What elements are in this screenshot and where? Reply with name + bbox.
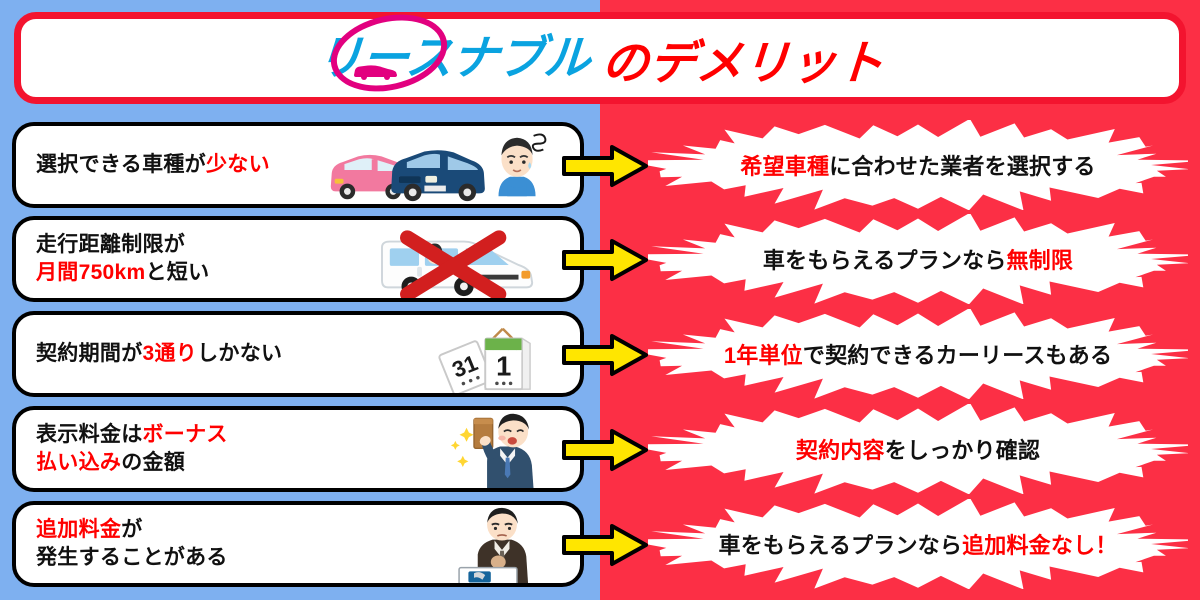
row-contract-period: 契約期間が3通りしかない 31 1 1年単位で契約できるカーリースもある — [0, 309, 1200, 399]
solution-text-segment: 車をもらえるプランなら — [718, 533, 963, 558]
card-text-segment: 月間750km — [36, 261, 146, 284]
demerit-card-text: 表示料金はボーナス払い込みの金額 — [16, 421, 228, 476]
demerit-card-text: 契約期間が3通りしかない — [16, 340, 282, 368]
two-cars-and-worried-man-illustration — [322, 126, 572, 204]
white-van-with-red-cross-illustration — [322, 220, 572, 298]
card-text-line: 契約期間が3通りしかない — [36, 340, 282, 368]
solution-text: 1年単位で契約できるカーリースもある — [648, 309, 1188, 399]
demerit-card[interactable]: 契約期間が3通りしかない 31 1 — [12, 311, 584, 397]
card-text-segment: の金額 — [121, 451, 186, 474]
card-text-segment: ボーナス — [142, 423, 228, 447]
demerit-card-text: 選択できる車種が少ない — [16, 151, 270, 179]
solution-text-segment: 契約内容 — [795, 438, 885, 463]
card-text-segment: 少ない — [205, 153, 270, 177]
solution-burst[interactable]: 契約内容をしっかり確認 — [648, 404, 1188, 494]
brand-logo-text: リースナブル — [314, 31, 592, 84]
man-paying-at-counter-illustration — [322, 505, 572, 583]
card-text-segment: 発生することがある — [36, 546, 228, 569]
card-text-line: 払い込みの金額 — [36, 449, 228, 477]
card-text-line: 表示料金はボーナス — [36, 421, 228, 449]
solution-text-segment: 追加料金なし！ — [962, 533, 1118, 558]
svg-text:1: 1 — [496, 351, 511, 382]
card-text-segment: と短い — [145, 261, 210, 284]
demerit-card[interactable]: 選択できる車種が少ない — [12, 122, 584, 208]
card-text-segment: 契約期間が — [36, 342, 143, 366]
card-text-segment: 3通り — [142, 342, 198, 366]
solution-text-segment: に合わせた業者を選択する — [829, 154, 1096, 179]
solution-text: 希望車種に合わせた業者を選択する — [648, 120, 1188, 210]
card-text-line: 選択できる車種が少ない — [36, 151, 270, 179]
demerit-card-text: 追加料金が発生することがある — [16, 516, 228, 571]
title-inner: リースナブル のデメリット — [314, 3, 886, 103]
calendar-illustration: 31 1 — [322, 315, 572, 393]
solution-burst[interactable]: 希望車種に合わせた業者を選択する — [648, 120, 1188, 210]
row-extra-fees: 追加料金が発生することがある 車をもらえるプランなら追加料金なし！ — [0, 499, 1200, 589]
businessman-with-bonus-envelope-illustration — [322, 410, 572, 488]
arrow-right-icon — [562, 333, 648, 377]
arrow-right-icon — [562, 523, 648, 567]
card-text-segment: 追加料金 — [36, 518, 122, 542]
card-text-segment: 選択できる車種が — [36, 153, 206, 177]
solution-text-segment: 希望車種 — [740, 154, 830, 179]
solution-text: 車をもらえるプランなら無制限 — [648, 214, 1188, 304]
solution-burst[interactable]: 車をもらえるプランなら追加料金なし！ — [648, 499, 1188, 589]
title-banner: リースナブル のデメリット — [14, 3, 1186, 104]
brand-logo: リースナブル — [314, 3, 592, 103]
card-text-segment: 払い込み — [36, 451, 122, 474]
solution-burst[interactable]: 車をもらえるプランなら無制限 — [648, 214, 1188, 304]
row-mileage-limit: 走行距離制限が月間750kmと短い — [0, 214, 1200, 304]
demerit-card[interactable]: 走行距離制限が月間750kmと短い — [12, 216, 584, 302]
solution-text-segment: で契約できるカーリースもある — [802, 343, 1113, 368]
solution-text: 契約内容をしっかり確認 — [648, 404, 1188, 494]
card-text-line: 走行距離制限が — [36, 231, 209, 259]
demerit-card-text: 走行距離制限が月間750kmと短い — [16, 231, 209, 286]
row-bonus-payment: 表示料金はボーナス払い込みの金額 契約内容をしっかり確認 — [0, 404, 1200, 494]
card-text-segment: 走行距離制限が — [36, 233, 186, 257]
solution-text-segment: 車をもらえるプランなら — [762, 248, 1007, 273]
solution-text-segment: 1年単位 — [723, 343, 803, 368]
title-suffix: のデメリット — [599, 35, 886, 89]
demerit-card[interactable]: 表示料金はボーナス払い込みの金額 — [12, 406, 584, 492]
card-text-line: 発生することがある — [36, 544, 228, 572]
solution-text-segment: をしっかり確認 — [884, 438, 1041, 463]
demerit-card[interactable]: 追加料金が発生することがある — [12, 501, 584, 587]
card-text-line: 月間750kmと短い — [36, 259, 209, 287]
solution-text: 車をもらえるプランなら追加料金なし！ — [648, 499, 1188, 589]
row-car-selection: 選択できる車種が少ない — [0, 120, 1200, 210]
card-text-segment: しかない — [197, 342, 283, 366]
arrow-right-icon — [562, 144, 648, 188]
card-text-segment: 表示料金は — [36, 423, 143, 447]
solution-burst[interactable]: 1年単位で契約できるカーリースもある — [648, 309, 1188, 399]
arrow-right-icon — [562, 238, 648, 282]
card-text-line: 追加料金が — [36, 516, 228, 544]
solution-text-segment: 無制限 — [1006, 248, 1074, 273]
card-text-segment: が — [121, 518, 143, 542]
arrow-right-icon — [562, 428, 648, 472]
